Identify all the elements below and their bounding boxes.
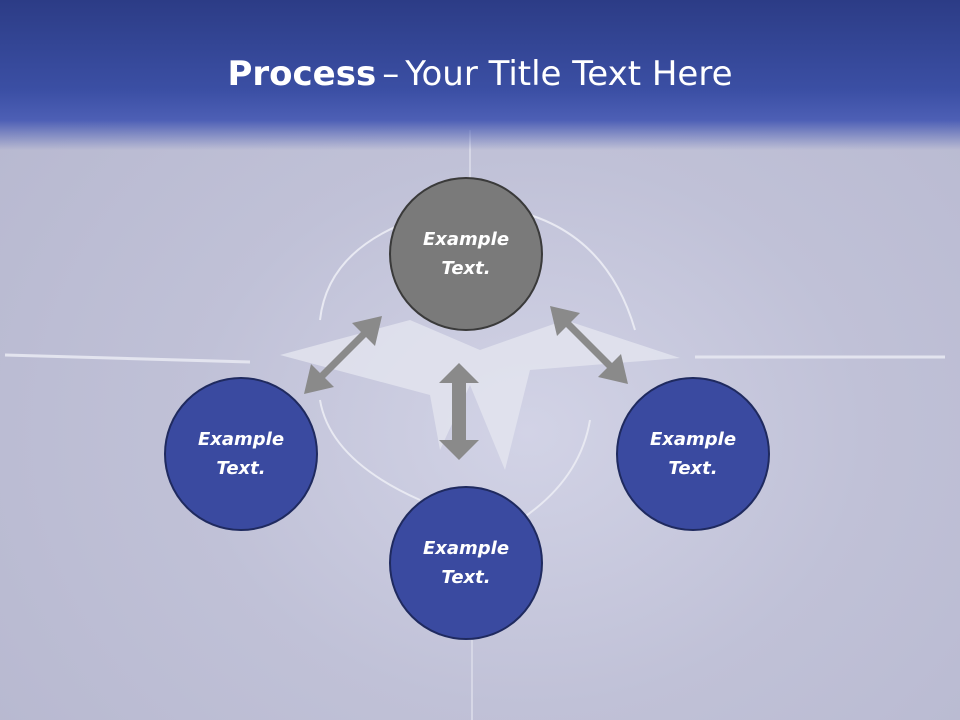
title-bold: Process [227,54,377,94]
node-text-right: Example Text. [649,429,737,479]
arrow-top-right [550,306,628,384]
slide-title: Process–Your Title Text Here [0,50,960,98]
arrow-vertical [439,363,479,460]
node-text-top: Example Text. [422,229,510,279]
title-bar [0,0,960,150]
arrow-top-left [304,316,382,394]
node-text-bottom: Example Text. [422,538,510,588]
process-node-bottom: Example Text. [389,486,543,640]
process-node-top: Example Text. [389,177,543,331]
title-rest: Your Title Text Here [405,54,733,94]
title-separator: – [382,54,400,94]
node-text-left: Example Text. [197,429,285,479]
process-node-right: Example Text. [616,377,770,531]
process-node-left: Example Text. [164,377,318,531]
